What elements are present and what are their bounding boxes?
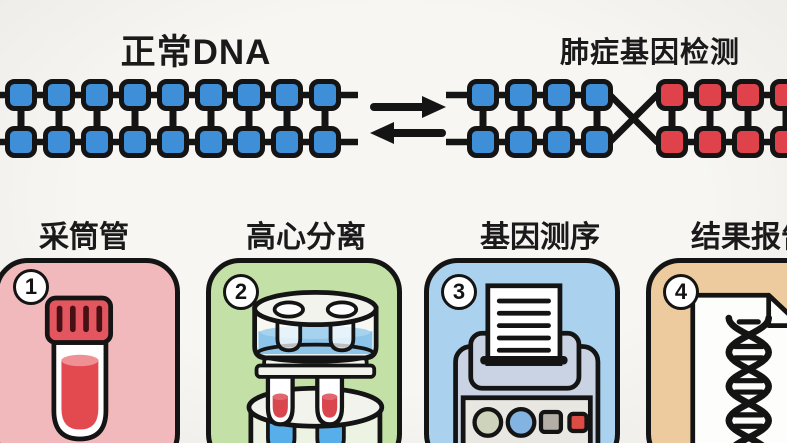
blood-collection-tube-icon xyxy=(44,295,114,442)
step-number-badge: 2 xyxy=(223,274,259,310)
step-title-collection: 采筒管 xyxy=(39,221,129,254)
equilibrium-arrows-icon xyxy=(370,96,446,144)
step-title-sequencing: 基因测序 xyxy=(480,221,600,254)
step-card-centrifuge: 2 xyxy=(206,258,402,443)
dna-ladder-mutation-icon xyxy=(446,79,787,158)
step-card-blood-collection: 1 xyxy=(0,258,180,443)
step-card-sequencing: 3 xyxy=(424,258,620,443)
step-number-badge: 1 xyxy=(13,269,49,305)
normal-dna-ladder-icon xyxy=(0,79,358,158)
step-card-report: 4 xyxy=(646,258,787,443)
dna-report-icon xyxy=(690,292,787,443)
step-title-centrifuge: 高心分离 xyxy=(246,221,366,254)
normal-dna-title: 正常DNA xyxy=(120,33,272,72)
gene-test-title: 肺症基因检测 xyxy=(559,37,740,69)
step-title-report: 结果报告 xyxy=(691,221,787,254)
step-number-badge: 4 xyxy=(663,274,699,310)
step-number-badge: 3 xyxy=(441,274,477,310)
dna-helix-icon xyxy=(725,314,772,443)
gene-sequencer-icon xyxy=(453,283,601,443)
centrifuge-icon xyxy=(246,290,385,443)
